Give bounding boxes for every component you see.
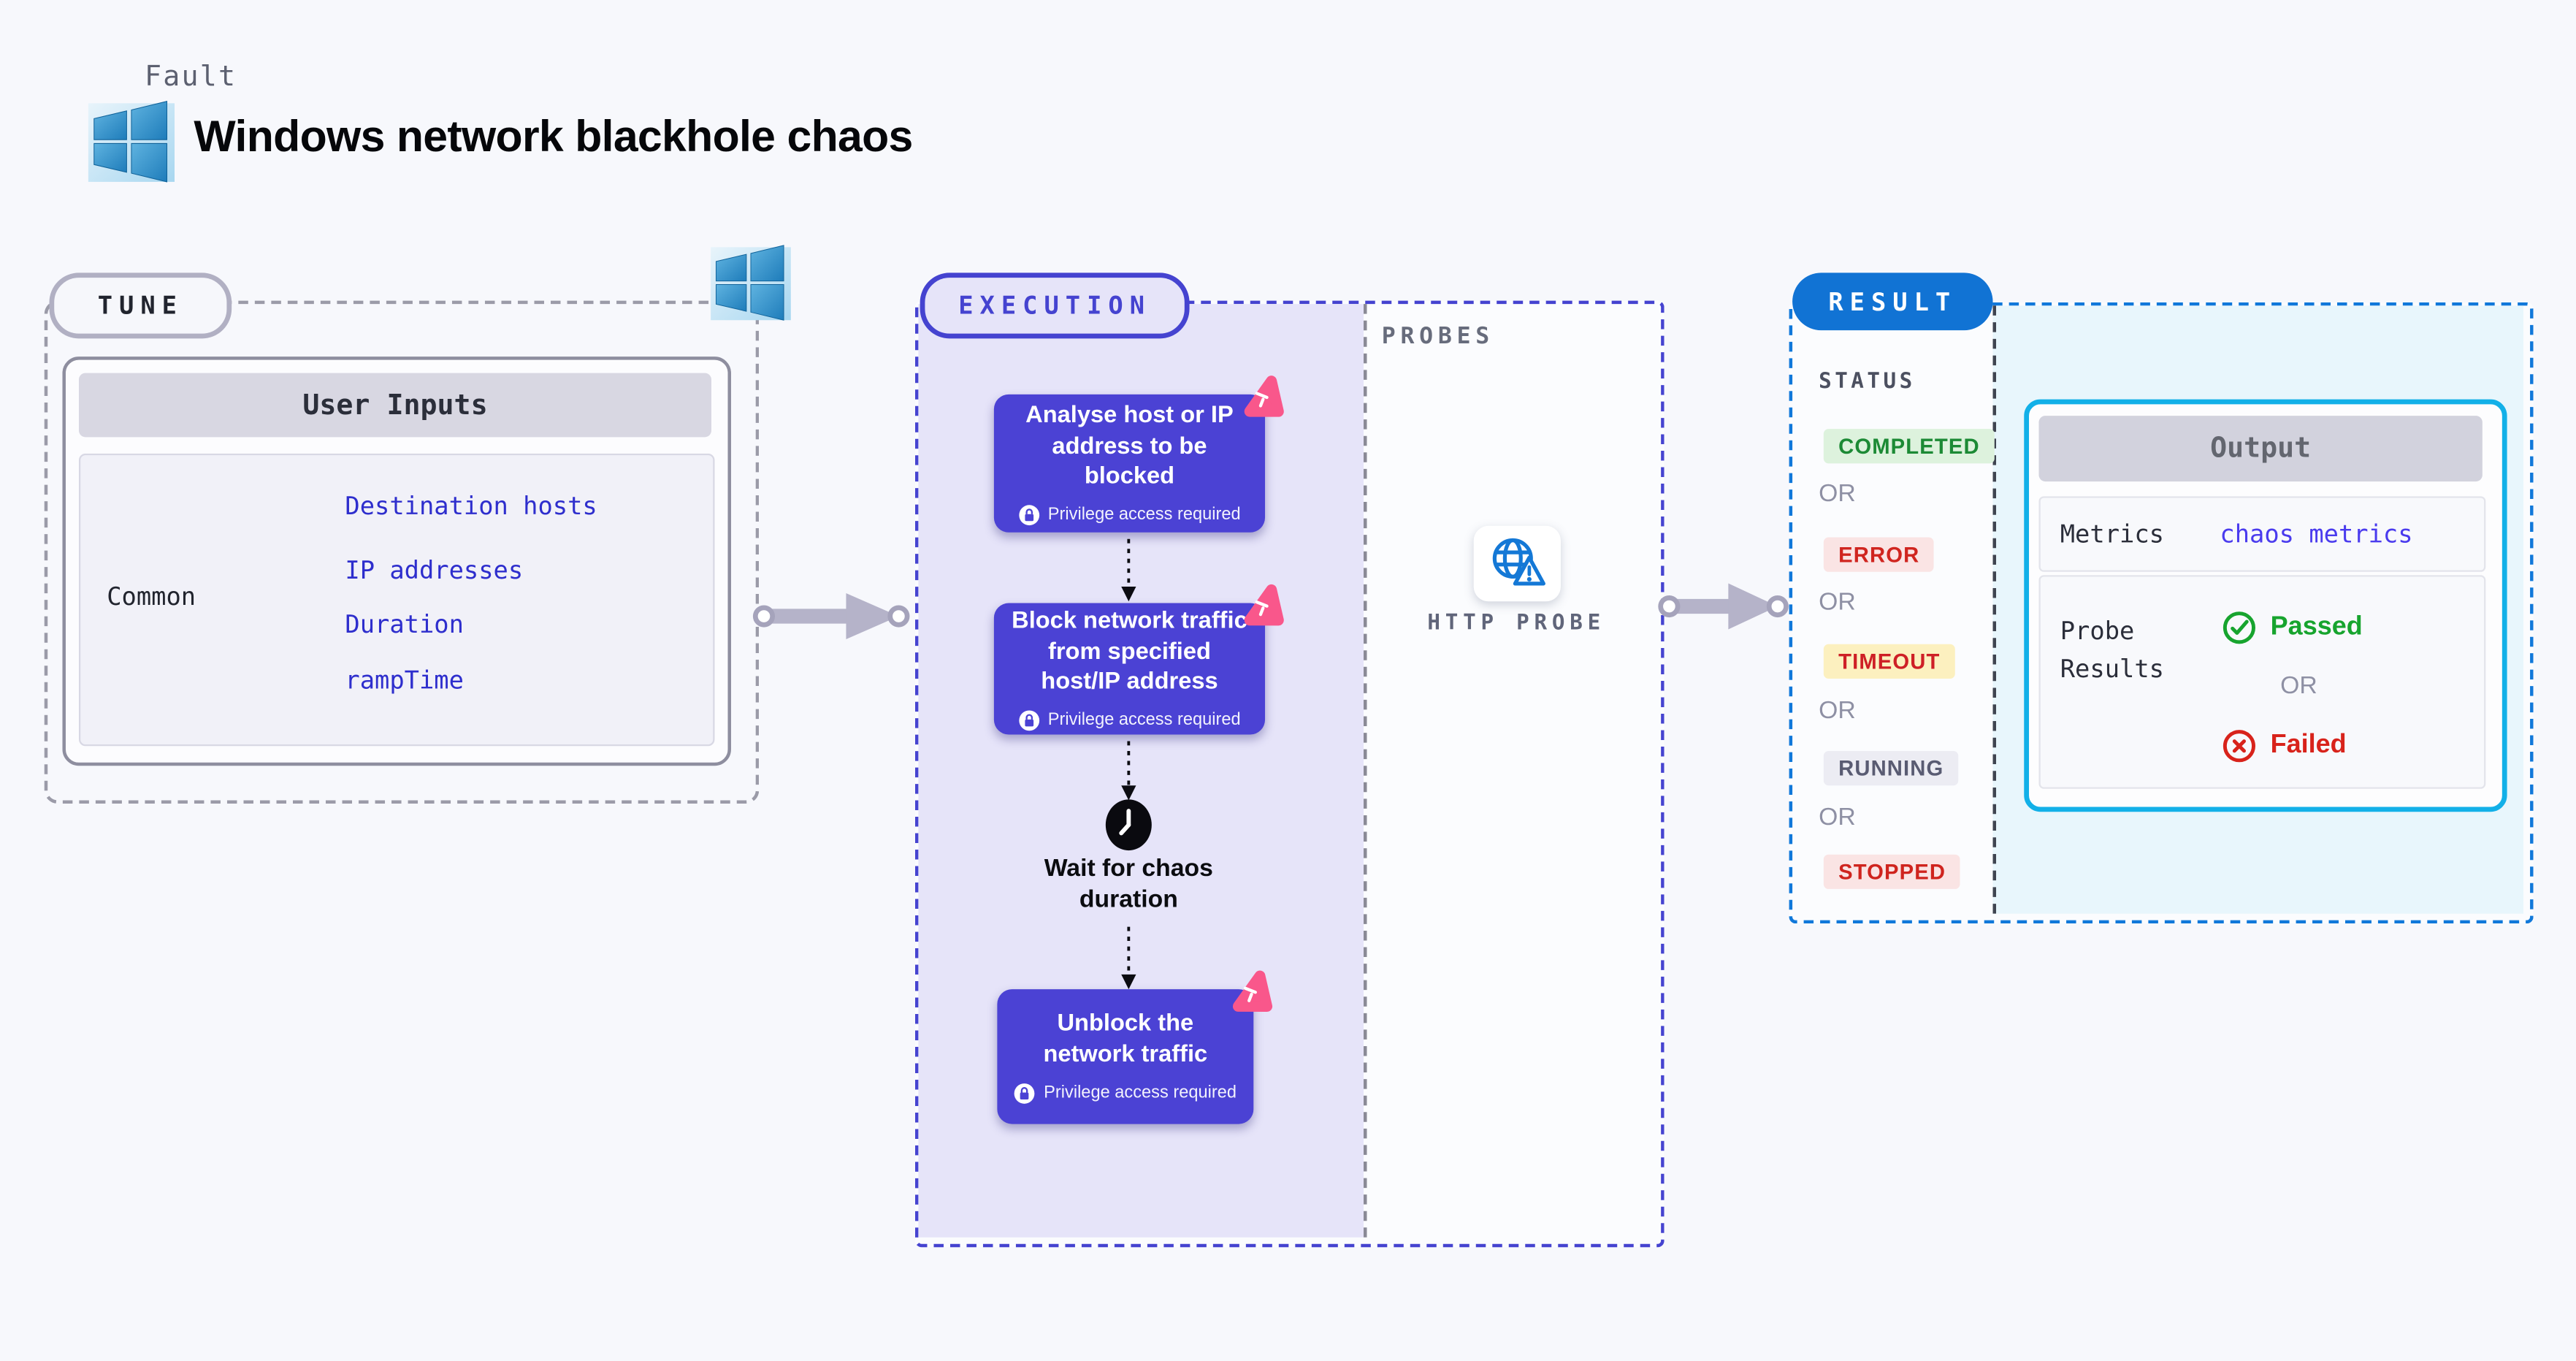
or-separator: OR bbox=[1819, 803, 1856, 832]
connector-arrow-tune-to-execution bbox=[752, 593, 910, 640]
globe-warning-icon bbox=[1486, 534, 1548, 593]
clock-icon bbox=[1104, 798, 1153, 851]
http-probe-card bbox=[1473, 525, 1561, 602]
status-badge-stopped: STOPPED bbox=[1823, 854, 1961, 889]
step-title: Block network traffic from specified hos… bbox=[1012, 608, 1247, 696]
step-title: Unblock the network traffic bbox=[1043, 1011, 1208, 1069]
lock-icon bbox=[1014, 1082, 1036, 1103]
metrics-row: Metrics chaos metrics bbox=[2038, 496, 2486, 572]
or-separator: OR bbox=[2280, 672, 2317, 701]
status-column-label: STATUS bbox=[1819, 370, 1916, 394]
link-ramptime[interactable]: rampTime bbox=[345, 666, 464, 695]
metrics-label: Metrics bbox=[2060, 519, 2164, 549]
user-inputs-header: User Inputs bbox=[78, 373, 711, 438]
step-card-unblock-traffic: Unblock the network traffic Privilege ac… bbox=[997, 989, 1253, 1124]
flow-arrow-down bbox=[1121, 538, 1136, 602]
privilege-note: Privilege access required bbox=[1047, 505, 1241, 525]
step-title: Analyse host or IP address to be blocked bbox=[1025, 403, 1234, 490]
probes-section-label: PROBES bbox=[1381, 324, 1495, 351]
probe-results-label: Probe Results bbox=[2060, 616, 2164, 685]
status-divider bbox=[1992, 305, 1997, 914]
probes-divider bbox=[1364, 304, 1367, 1238]
fault-kind-label: Fault bbox=[144, 61, 237, 94]
failed-label: Failed bbox=[2270, 731, 2347, 760]
step-card-block-traffic: Block network traffic from specified hos… bbox=[993, 603, 1265, 735]
link-ip-addresses[interactable]: IP addresses bbox=[345, 555, 524, 585]
privilege-note: Privilege access required bbox=[1047, 710, 1241, 731]
flow-arrow-down bbox=[1121, 926, 1136, 990]
tune-section-pill: TUNE bbox=[49, 272, 232, 339]
check-circle-icon bbox=[2221, 610, 2257, 646]
link-duration[interactable]: Duration bbox=[345, 609, 464, 640]
privilege-note: Privilege access required bbox=[1044, 1083, 1237, 1103]
tune-section-box bbox=[44, 300, 760, 804]
or-separator: OR bbox=[1819, 479, 1856, 508]
or-separator: OR bbox=[1819, 696, 1856, 725]
user-inputs-row-label: Common bbox=[107, 582, 196, 611]
page-title: Windows network blackhole chaos bbox=[194, 111, 913, 161]
passed-label: Passed bbox=[2270, 613, 2363, 641]
status-badge-error: ERROR bbox=[1823, 537, 1935, 572]
step-card-analyse-host: Analyse host or IP address to be blocked… bbox=[993, 394, 1265, 533]
status-badge-timeout: TIMEOUT bbox=[1823, 644, 1955, 679]
result-section-pill: RESULT bbox=[1792, 272, 1993, 331]
chaos-fan-icon bbox=[1223, 967, 1274, 1018]
chaos-fan-icon bbox=[1234, 580, 1286, 632]
cross-circle-icon bbox=[2221, 728, 2257, 763]
user-inputs-body bbox=[78, 453, 715, 747]
status-badge-completed: COMPLETED bbox=[1823, 429, 1995, 464]
windows-logo-icon-small bbox=[697, 238, 805, 324]
lock-icon bbox=[1018, 504, 1039, 525]
probe-results-row: Probe Results Passed OR Failed bbox=[2038, 575, 2486, 789]
connector-arrow-execution-to-result bbox=[1658, 583, 1789, 630]
chaos-fan-icon bbox=[1234, 372, 1286, 424]
output-header: Output bbox=[2038, 416, 2483, 482]
wait-step-label: Wait for chaos duration bbox=[1044, 854, 1213, 914]
http-probe-label: HTTP PROBE bbox=[1427, 611, 1605, 636]
lock-icon bbox=[1018, 709, 1039, 731]
status-badge-running: RUNNING bbox=[1823, 750, 1959, 786]
chaos-metrics-link[interactable]: chaos metrics bbox=[2220, 519, 2413, 549]
or-separator: OR bbox=[1819, 588, 1856, 617]
execution-section-pill: EXECUTION bbox=[920, 272, 1190, 339]
windows-logo-icon bbox=[77, 94, 186, 186]
link-destination-hosts[interactable]: Destination hosts bbox=[345, 491, 597, 522]
flow-arrow-down bbox=[1121, 741, 1136, 801]
